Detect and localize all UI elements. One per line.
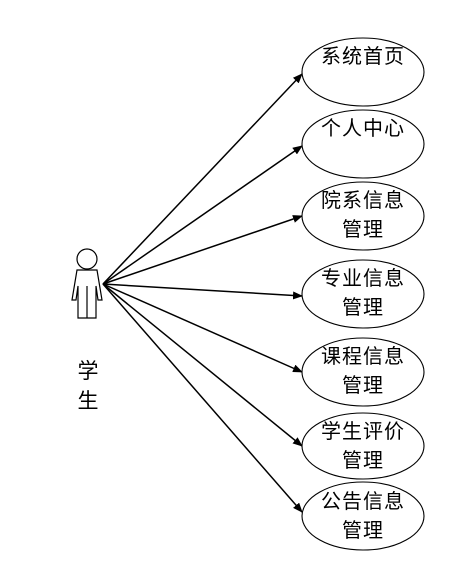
use-case-ellipse-notice bbox=[301, 481, 425, 551]
association-line-evaluation bbox=[102, 283, 303, 447]
use-case-label-profile: 个人中心 bbox=[321, 116, 405, 140]
association-line-department bbox=[102, 215, 303, 285]
use-case-label-department: 院系信息管理 bbox=[321, 188, 405, 241]
use-case-label-home: 系统首页 bbox=[321, 44, 405, 68]
use-case-ellipse-home bbox=[301, 37, 425, 107]
association-line-major bbox=[102, 283, 303, 300]
use-case-ellipse-department bbox=[301, 181, 425, 251]
use-case-label-evaluation: 学生评价管理 bbox=[321, 419, 405, 472]
use-case-label-notice: 公告信息管理 bbox=[321, 489, 405, 542]
use-case-ellipse-course bbox=[301, 337, 425, 407]
association-lines bbox=[102, 73, 303, 513]
actor-label: 学生 bbox=[77, 359, 99, 413]
association-line-profile bbox=[102, 145, 303, 285]
use-case-label-course: 课程信息管理 bbox=[321, 344, 405, 397]
association-line-course bbox=[102, 283, 303, 373]
use-case-ellipse-major bbox=[301, 259, 425, 329]
use-case-ellipse-profile bbox=[301, 109, 425, 179]
use-case-ellipses bbox=[301, 37, 425, 551]
use-case-ellipse-evaluation bbox=[301, 412, 425, 480]
actor-icon bbox=[71, 248, 103, 319]
association-line-home bbox=[102, 73, 303, 285]
association-line-notice bbox=[102, 283, 303, 513]
use-case-label-major: 专业信息管理 bbox=[321, 266, 405, 319]
